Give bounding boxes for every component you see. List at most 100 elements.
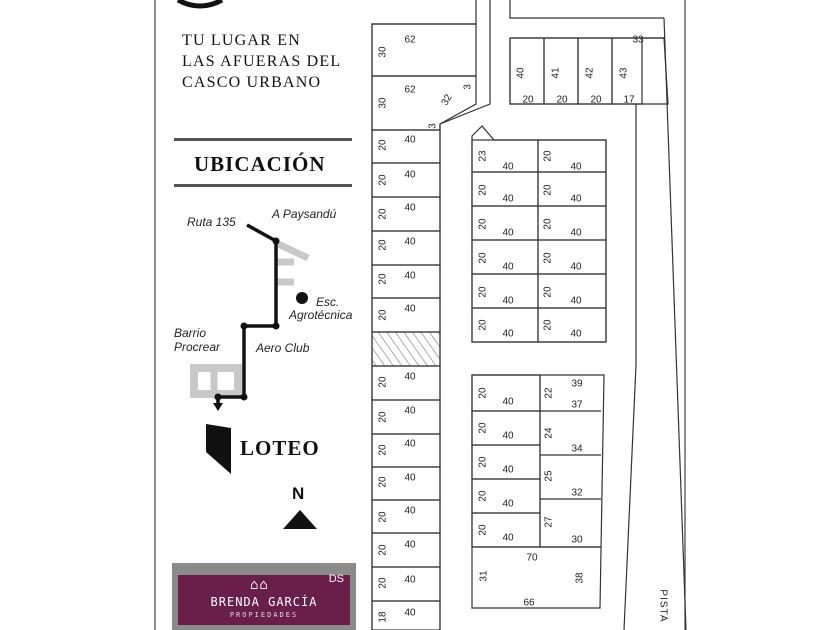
lot-dimension-b8-side: 20 [543, 184, 554, 196]
title-rule-bottom [174, 184, 352, 187]
brand-badge: ⌂⌂ DS BRENDA GARCÍA PROPIEDADES [172, 563, 356, 630]
lot-dimension-r11-side: 20 [378, 476, 389, 488]
road-edge-north [509, 0, 664, 19]
lot-dimension-b3-front: 40 [502, 228, 514, 239]
lot-dimension-r5-side: 20 [378, 273, 389, 285]
lot-dimension-a2-diag2: 3 [428, 123, 439, 129]
lot-dimension-d1-b: 37 [571, 400, 583, 411]
north-arrow-icon [283, 510, 317, 529]
lot-dimension-c4-side: 20 [478, 490, 489, 502]
lot-dimension-r8-side: 20 [378, 376, 389, 388]
lot-reserved-hatched [371, 331, 441, 367]
lot-dimension-r1-side: 20 [378, 139, 389, 151]
brand-name: BRENDA GARCÍA [210, 595, 318, 609]
block-b-outline [471, 125, 607, 343]
road-label: PISTA [657, 589, 668, 622]
lot-dimension-t1-front: 20 [522, 95, 534, 106]
lot-t4-extension [636, 37, 669, 105]
barrio-label-line-1: Barrio [174, 326, 207, 340]
minimap-arrow-down-icon [213, 403, 223, 411]
lot-dimension-d4-side: 27 [544, 516, 555, 528]
lot-dimension-r15-side: 18 [378, 611, 389, 623]
minimap-route-line [216, 223, 278, 404]
lots-layer [371, 0, 687, 630]
lot-dimension-d4-front: 30 [571, 535, 583, 546]
lot-dimension-r13-front: 40 [404, 540, 416, 551]
lot-dimension-b8-front: 40 [570, 194, 582, 205]
road-edge-inner-east [623, 104, 637, 630]
lot-dimension-r13-side: 20 [378, 544, 389, 556]
lot-dimension-t2-front: 20 [556, 95, 568, 106]
paysandu-label: A Paysandú [272, 207, 337, 221]
brand-corner-text: DS [328, 573, 344, 585]
route-135-label: Ruta 135 [187, 215, 236, 229]
lot-dimension-b1-front: 40 [502, 162, 514, 173]
lot-dimension-r10-side: 20 [378, 444, 389, 456]
lot-dimension-a1-front: 62 [404, 35, 416, 46]
lot-dimension-r9-front: 40 [404, 406, 416, 417]
lot-dimension-a2-diag1: 32 [440, 92, 455, 108]
lot-dimension-r15-front: 40 [404, 608, 416, 619]
lot-dimension-c2-front: 40 [502, 431, 514, 442]
minimap-grey-road-diagonal [274, 239, 310, 262]
lot-dimension-c3-front: 40 [502, 465, 514, 476]
lot-dimension-r6-side: 20 [378, 309, 389, 321]
aero-club-label: Aero Club [256, 341, 310, 355]
minimap-barrio-block [190, 364, 242, 398]
barrio-label-line-2: Procrear [174, 340, 221, 354]
school-label-line-2: Agrotécnica [289, 308, 353, 322]
minimap-route-node-5 [214, 393, 222, 401]
lot-dimension-b12-front: 40 [570, 329, 582, 340]
lot-dimension-c2-side: 20 [478, 422, 489, 434]
lot-dimension-a2-front: 62 [404, 85, 416, 96]
lot-dimension-r2-front: 40 [404, 170, 416, 181]
lot-b12 [537, 307, 607, 343]
lot-dimension-t4-side: 43 [619, 67, 630, 79]
minimap-route-node-2 [272, 322, 280, 330]
lot-dimension-b1-side: 23 [478, 150, 489, 162]
lot-dimension-b6-side: 20 [478, 319, 489, 331]
lot-dimension-t1-side: 40 [516, 67, 527, 79]
lot-dimension-b2-front: 40 [502, 194, 514, 205]
lot-dimension-r4-side: 20 [378, 239, 389, 251]
title-rule-top [174, 138, 352, 141]
lot-dimension-t4-front: 17 [623, 95, 635, 106]
lot-dimension-d3-front: 32 [571, 488, 583, 499]
school-label-line-1: Esc. [316, 295, 340, 309]
lot-dimension-b6-front: 40 [502, 329, 514, 340]
location-minimap [190, 223, 317, 529]
lot-dimension-e-left: 31 [479, 570, 490, 582]
lot-dimension-r14-side: 20 [378, 577, 389, 589]
school-marker-icon [296, 292, 308, 304]
lot-dimension-c5-front: 40 [502, 533, 514, 544]
lot-dimension-r6-front: 40 [404, 304, 416, 315]
lot-dimension-r10-front: 40 [404, 439, 416, 450]
lot-dimension-b5-side: 20 [478, 286, 489, 298]
lot-dimension-d3-side: 25 [544, 470, 555, 482]
lot-dimension-b10-side: 20 [543, 252, 554, 264]
lot-dimension-r1-front: 40 [404, 135, 416, 146]
road-edge-east [663, 17, 687, 630]
lot-dimension-c3-side: 20 [478, 456, 489, 468]
lot-dimension-r9-side: 20 [378, 411, 389, 423]
lot-dimension-e-bottom: 66 [523, 598, 535, 609]
minimap-route-node-1 [272, 237, 280, 245]
location-title: UBICACIÓN [194, 152, 326, 176]
lot-dimension-b10-front: 40 [570, 262, 582, 273]
lot-dimension-r2-side: 20 [378, 174, 389, 186]
brand-subtitle: PROPIEDADES [229, 611, 299, 619]
lot-dimension-e-right: 38 [575, 572, 586, 584]
lot-dimension-b9-front: 40 [570, 228, 582, 239]
lot-dimension-a2-side: 30 [378, 97, 389, 109]
tagline: TU LUGAR EN LAS AFUERAS DEL CASCO URBANO [182, 30, 341, 93]
lot-dimension-r8-front: 40 [404, 372, 416, 383]
top-logo-fragment [176, 0, 224, 9]
lot-dimension-b3-side: 20 [478, 218, 489, 230]
lot-r15 [371, 600, 441, 630]
lot-dimension-r11-front: 40 [404, 473, 416, 484]
lot-dimension-b7-side: 20 [543, 150, 554, 162]
tagline-line-3: CASCO URBANO [182, 74, 322, 91]
tagline-line-1: TU LUGAR EN [182, 32, 301, 49]
minimap-grey-road-spurs [276, 258, 294, 286]
lot-dimension-t3-front: 20 [590, 95, 602, 106]
